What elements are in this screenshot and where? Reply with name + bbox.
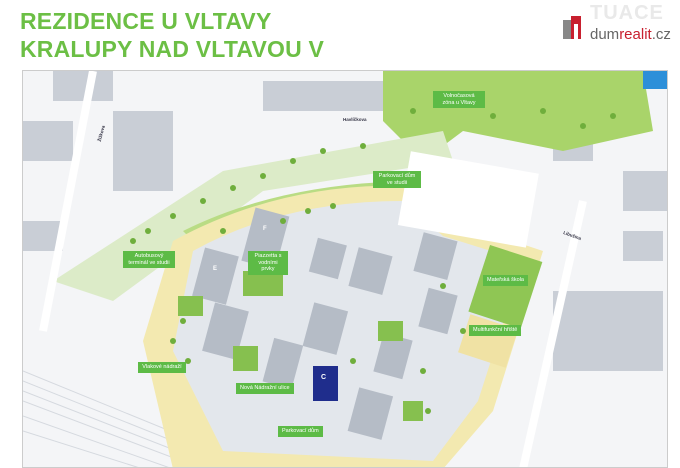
label-piazzetta: Piazzetta s vodními prvky — [248, 251, 288, 275]
building-e-label: E — [213, 266, 218, 272]
label-parking-study: Parkovací dům ve studii — [373, 171, 421, 188]
label-leisure-zone: Volnočasová zóna u Vltavy — [433, 91, 485, 108]
trees — [130, 98, 616, 414]
parking-study-area — [397, 151, 539, 248]
building-f-label: F — [263, 226, 267, 232]
kindergarten-area — [468, 244, 543, 329]
label-new-street: Nová Nádražní ulice — [236, 383, 294, 394]
site-map[interactable]: Volnočasová zóna u Vltavy Parkovací dům … — [22, 70, 668, 468]
road-label-1: Havlíčkova — [343, 117, 367, 122]
road-west — [39, 71, 97, 332]
title-line-1: REZIDENCE U VLTAVY — [20, 8, 272, 34]
logo-building-icon — [563, 16, 581, 39]
courtyards — [178, 271, 423, 421]
logo-ghost-text: TUACE — [590, 2, 664, 24]
map-drawing — [23, 71, 667, 467]
brand-logo[interactable]: TUACE dumrealit.cz — [562, 2, 674, 46]
logo-text: dumrealit.cz — [590, 26, 671, 43]
label-playground: Multifunkční hřiště — [469, 325, 522, 336]
road-east — [519, 200, 587, 467]
building-c-label: C — [321, 374, 327, 381]
building-c — [313, 366, 338, 401]
title-line-2: KRALUPY NAD VLTAVOU V — [20, 36, 325, 62]
label-kindergarten: Mateřská škola — [483, 275, 528, 286]
label-parking-house: Parkovací dům — [278, 426, 323, 437]
river — [643, 71, 667, 89]
label-bus-terminal: Autobusový terminál ve studii — [123, 251, 175, 268]
surrounding-buildings — [23, 71, 667, 371]
residential-buildings — [192, 207, 458, 440]
label-train-station: Vlakové nádraží — [138, 362, 186, 373]
